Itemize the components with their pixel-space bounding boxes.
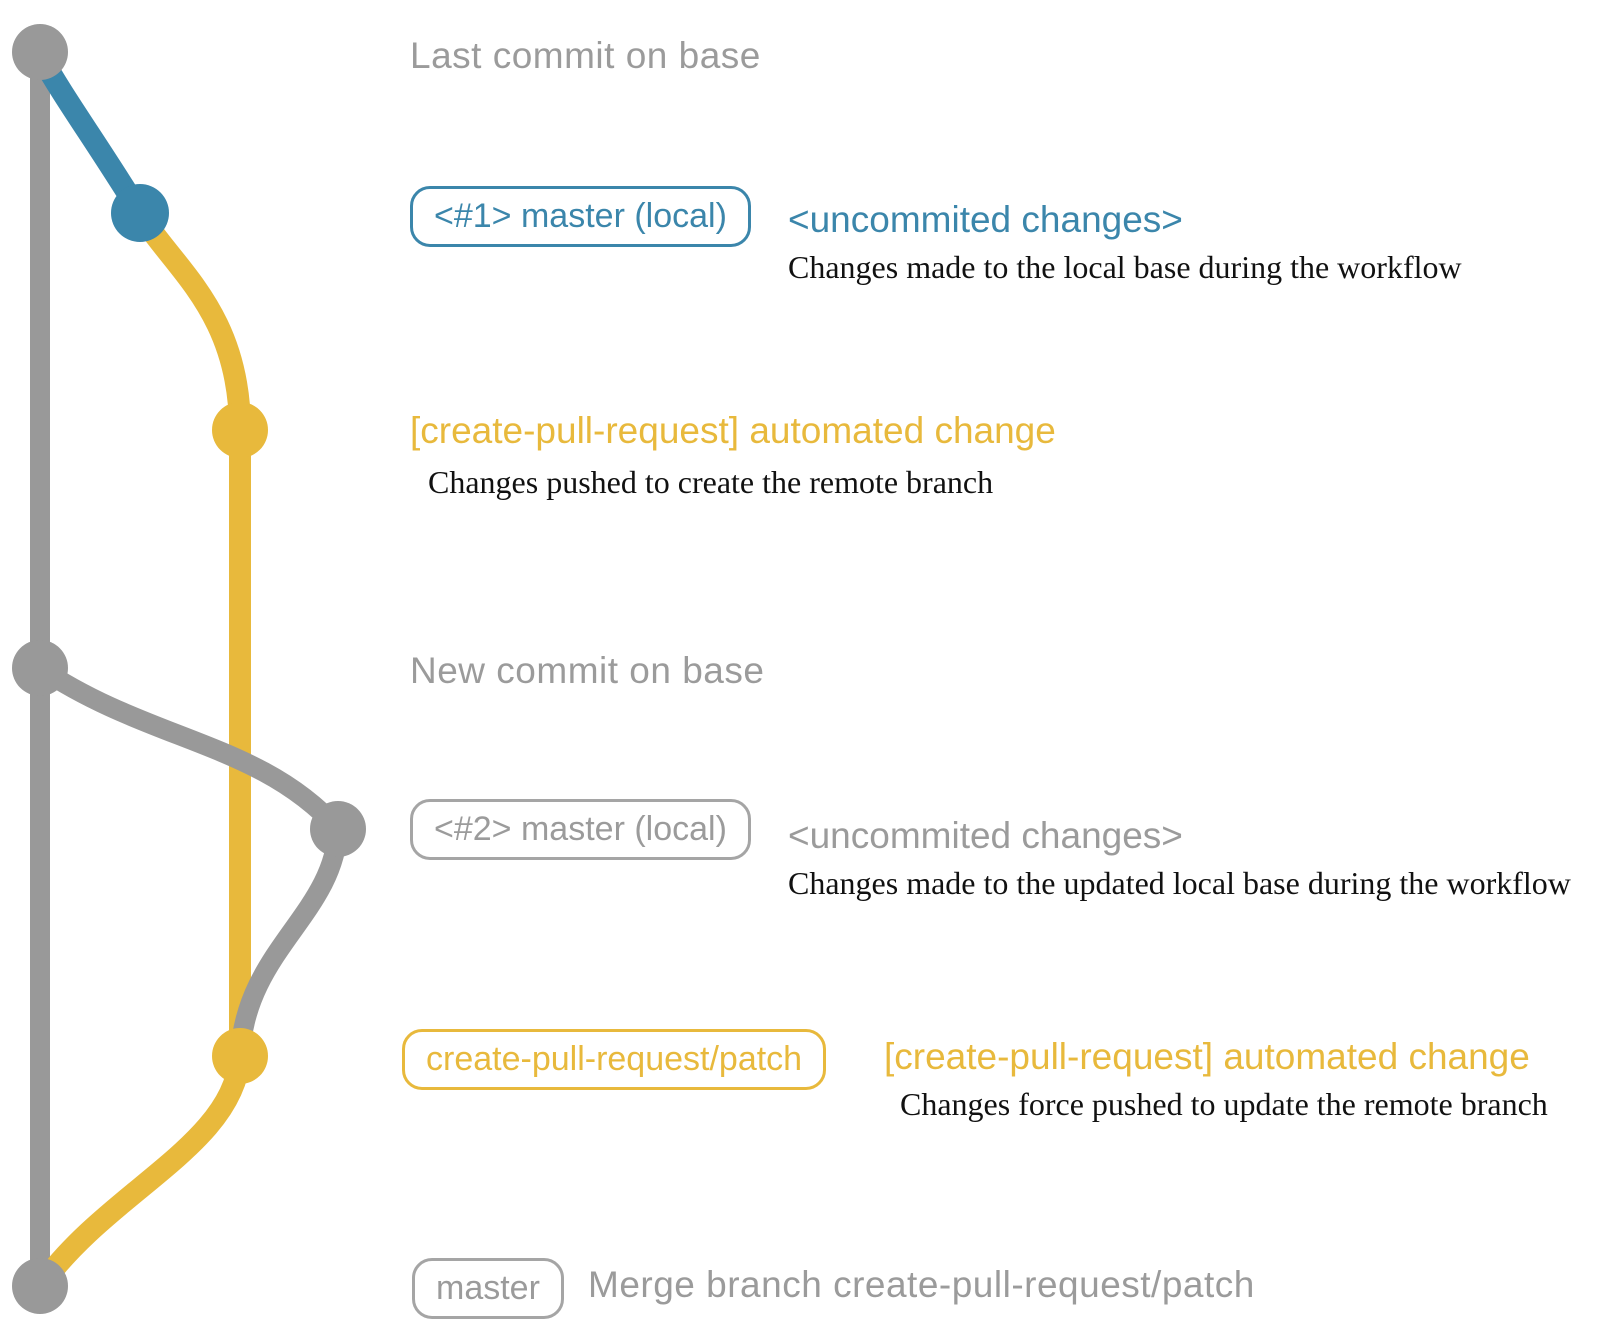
commit-dot-new-base bbox=[12, 640, 68, 696]
annotation-automated-change-2: [create-pull-request] automated change bbox=[884, 1036, 1530, 1077]
rebase-in-curve bbox=[230, 828, 348, 1057]
branch-label-master: master bbox=[412, 1258, 564, 1319]
remote-branch-line bbox=[130, 207, 251, 1056]
description-push-2: Changes force pushed to update the remot… bbox=[900, 1086, 1548, 1122]
branch-label-remote-patch: create-pull-request/patch bbox=[402, 1029, 827, 1090]
merge-curve bbox=[33, 1054, 251, 1291]
commit-dot-local-2 bbox=[310, 801, 366, 857]
caption-new-commit: New commit on base bbox=[410, 650, 765, 691]
caption-last-commit: Last commit on base bbox=[410, 35, 761, 76]
commit-dot-merge bbox=[12, 1258, 68, 1314]
annotation-uncommited-1: <uncommited changes> bbox=[788, 199, 1183, 240]
rebase-out-curve bbox=[34, 659, 346, 836]
description-local-2: Changes made to the updated local base d… bbox=[788, 865, 1571, 901]
commit-dot-remote-2 bbox=[212, 1028, 268, 1084]
annotation-automated-change-1: [create-pull-request] automated change bbox=[410, 410, 1056, 451]
description-push-1: Changes pushed to create the remote bran… bbox=[428, 464, 994, 500]
branch-label-local-2: <#2> master (local) bbox=[410, 799, 751, 860]
description-local-1: Changes made to the local base during th… bbox=[788, 249, 1462, 285]
commit-dot-local-1 bbox=[111, 184, 169, 242]
annotation-merge: Merge branch create-pull-request/patch bbox=[588, 1264, 1255, 1305]
commit-dot-last-base bbox=[12, 24, 68, 80]
branch-label-local-1: <#1> master (local) bbox=[410, 186, 751, 247]
commit-dot-remote-1 bbox=[212, 402, 268, 458]
annotation-uncommited-2: <uncommited changes> bbox=[788, 815, 1183, 856]
